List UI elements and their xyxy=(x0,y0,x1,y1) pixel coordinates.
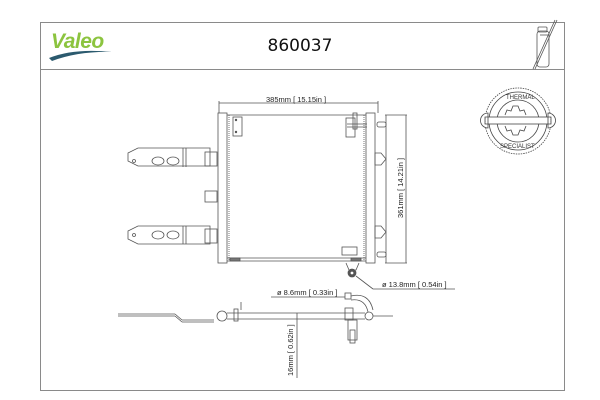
inlet-diameter-dimension: ø 13.8mm [ 0.54in ] xyxy=(382,280,447,289)
width-dimension: 385mm [ 15.15in ] xyxy=(266,95,327,104)
core-thickness-dimension: 16mm [ 0.62in ] xyxy=(286,324,295,376)
drawing-frame xyxy=(40,22,565,391)
outlet-diameter-dimension: ø 8.6mm [ 0.33in ] xyxy=(277,288,338,297)
header-divider xyxy=(40,69,565,70)
part-number: 860037 xyxy=(267,36,333,56)
brand-name: Valeo xyxy=(51,30,104,53)
height-dimension: 361mm [ 14.21in ] xyxy=(396,157,405,218)
valeo-logo: Valeo xyxy=(44,30,116,64)
logo-swoosh-icon xyxy=(49,50,112,61)
